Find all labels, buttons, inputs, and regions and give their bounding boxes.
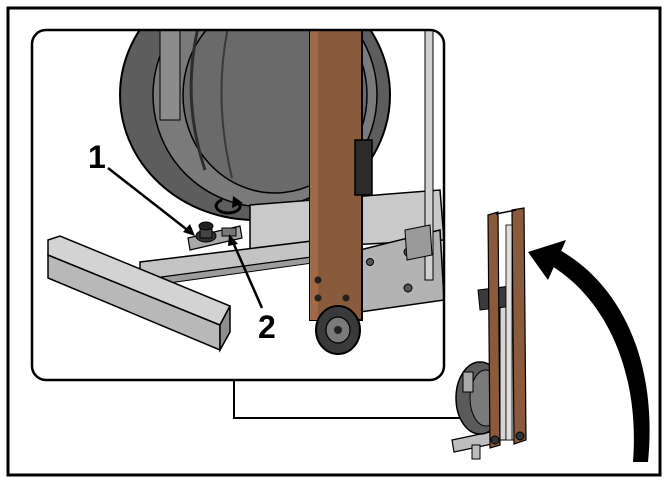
transport-wheel	[315, 305, 361, 355]
callout-2: 2	[228, 234, 276, 345]
overview-machine	[451, 207, 527, 460]
locking-knob	[187, 221, 243, 251]
callout-1: 1	[88, 139, 195, 236]
callout-2-label: 2	[258, 309, 276, 345]
lift-arrow-icon	[528, 240, 650, 462]
callout-1-label: 1	[88, 139, 106, 175]
front-foot	[47, 235, 232, 353]
detail-inset	[30, 28, 446, 382]
wooden-upright	[309, 30, 373, 321]
inset-border	[30, 28, 446, 382]
rotate-arrow-icon	[214, 196, 243, 215]
detail-leader-line	[233, 380, 460, 419]
